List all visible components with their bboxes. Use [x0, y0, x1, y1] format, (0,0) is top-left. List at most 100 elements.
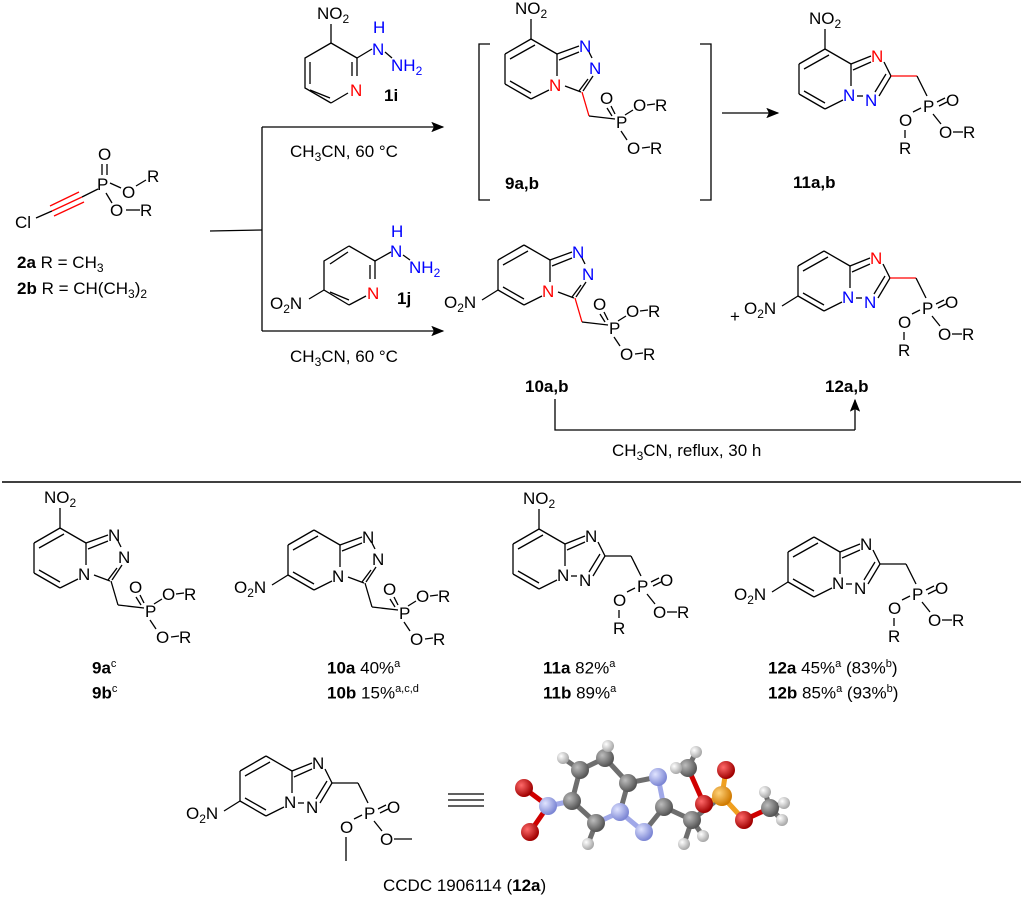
nitro-group: O2N	[734, 585, 766, 607]
bond	[107, 567, 118, 581]
bond	[111, 564, 123, 581]
bond	[429, 594, 439, 597]
bond	[624, 109, 634, 116]
bond	[371, 542, 376, 550]
atom-r: R	[179, 628, 191, 647]
bond	[646, 103, 656, 106]
bond	[509, 80, 532, 94]
triple-bond	[51, 196, 83, 212]
atom-o: O	[600, 89, 613, 108]
nitro-group: NO2	[44, 488, 77, 510]
atom-o: O	[162, 585, 175, 604]
atom-o: O	[387, 798, 400, 817]
bridgehead-n: N	[284, 793, 296, 812]
bond	[502, 286, 525, 300]
nitro-group: NO2	[515, 0, 548, 21]
bond	[610, 105, 616, 115]
bond	[353, 814, 363, 820]
bond	[502, 250, 529, 266]
bond	[935, 299, 945, 305]
bond	[371, 606, 399, 611]
bond	[823, 301, 843, 312]
triazole-n3: N	[870, 249, 882, 268]
atom-o: O	[626, 302, 639, 321]
atom-ball-c	[655, 798, 673, 816]
bond	[850, 55, 872, 65]
atom-o: O	[122, 183, 135, 202]
bond	[787, 581, 815, 598]
bond	[581, 91, 590, 117]
atom-ball-c	[761, 799, 779, 817]
bridgehead-n: N	[542, 282, 554, 301]
triazole-n1: N	[108, 526, 120, 545]
bond	[170, 635, 180, 638]
bond	[377, 804, 387, 810]
bond	[617, 315, 627, 322]
bond	[309, 89, 331, 99]
atom-p: P	[145, 602, 156, 621]
bond	[402, 254, 411, 261]
bond	[798, 93, 826, 110]
triazole-n1: N	[579, 37, 591, 56]
bond	[849, 257, 871, 267]
atom-o: O	[410, 630, 423, 649]
bond	[921, 601, 931, 613]
atom-o: O	[935, 579, 948, 598]
atom-r: R	[438, 587, 450, 606]
bond	[802, 292, 825, 306]
bond	[863, 561, 876, 581]
bond	[265, 806, 285, 817]
atom-o: O	[939, 123, 952, 142]
atom-o: O	[613, 591, 626, 610]
bridgehead-n: N	[78, 565, 90, 584]
yield-12b: 12b 85%a (93%b)	[768, 683, 899, 703]
bond	[556, 45, 580, 55]
atom-r: R	[899, 139, 911, 158]
atom-ball-p	[712, 786, 732, 806]
bond	[265, 755, 293, 772]
nitro-group: O2N	[234, 578, 266, 600]
bond	[641, 146, 651, 149]
reagent-def-2a: 2a R = CH3	[17, 253, 104, 275]
bond	[824, 48, 852, 65]
bond	[606, 107, 613, 117]
atom-ball-n	[539, 797, 557, 815]
triazole-n2: N	[589, 59, 601, 78]
yield-9a: 9ac	[92, 658, 117, 678]
bond	[839, 543, 861, 553]
triazole-n1: N	[362, 528, 374, 547]
bond	[330, 42, 358, 59]
bond	[639, 309, 649, 312]
atom-r: R	[648, 302, 660, 321]
bond	[626, 587, 636, 593]
bond	[504, 38, 532, 55]
bond	[105, 192, 113, 204]
bond	[571, 284, 582, 298]
atom-ball-o	[695, 795, 713, 813]
bond	[135, 596, 142, 606]
bond	[883, 61, 892, 77]
bond	[287, 529, 315, 546]
intermediate-brackets	[478, 43, 780, 201]
bond	[925, 585, 935, 591]
hydrazine-h: H	[373, 18, 385, 37]
condition-upper: CH3CN, 60 °C	[290, 142, 398, 164]
bridgehead-n: N	[842, 288, 854, 307]
bond	[530, 38, 558, 55]
bond	[798, 48, 826, 65]
bond	[564, 535, 586, 545]
bond	[324, 768, 333, 784]
bond	[379, 808, 389, 814]
bond	[384, 51, 393, 59]
triazole-n3: N	[312, 754, 324, 773]
atom-ball-c	[587, 814, 605, 832]
bond	[33, 572, 61, 589]
bond	[117, 604, 145, 609]
atom-o: O	[98, 145, 111, 164]
bond	[797, 250, 825, 267]
triple-bond-line	[49, 191, 80, 207]
nitro-group: NO2	[809, 9, 842, 31]
